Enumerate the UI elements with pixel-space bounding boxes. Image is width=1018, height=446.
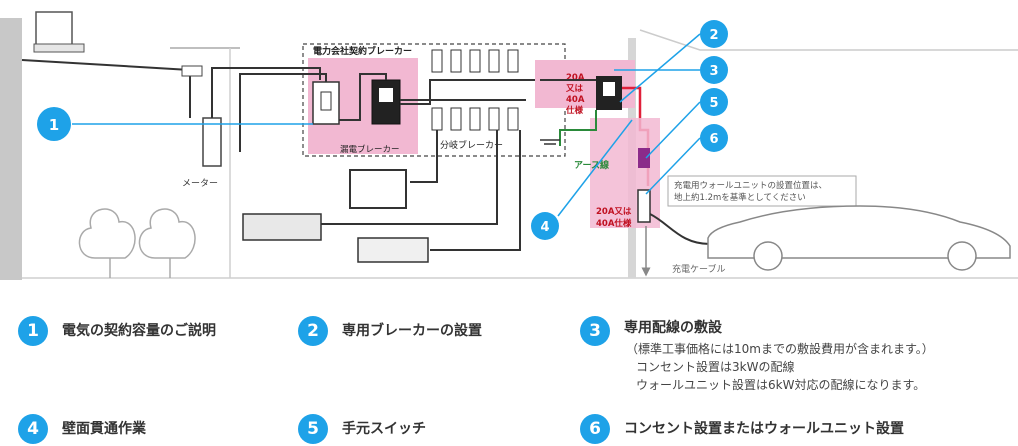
legend-title: 壁面貫通作業 bbox=[62, 421, 146, 437]
legend-item-1: 1 電気の契約容量のご説明 bbox=[18, 316, 216, 346]
earth-wire bbox=[559, 110, 597, 146]
svg-text:40A: 40A bbox=[566, 95, 585, 105]
air-conditioner-icon bbox=[242, 213, 322, 241]
cable-label: 充電ケーブル bbox=[672, 263, 725, 275]
svg-text:仕様: 仕様 bbox=[565, 105, 584, 116]
wiring-diagram: メーター 電力会社契約ブレーカー 漏電ブレーカー 分岐ブレーカー bbox=[0, 11, 1018, 280]
legend-item-4: 4 壁面貫通作業 bbox=[18, 414, 146, 444]
legend-title: 専用配線の敷設 bbox=[624, 320, 722, 336]
legend-title: コンセント設置またはウォールユニット設置 bbox=[624, 421, 904, 437]
branch-breakers bbox=[431, 49, 519, 131]
branch-breaker-label: 分岐ブレーカー bbox=[440, 139, 503, 151]
legend-item-2: 2 専用ブレーカーの設置 bbox=[298, 316, 482, 346]
legend-number: 5 bbox=[298, 414, 328, 444]
legend-item-6: 6 コンセント設置またはウォールユニット設置 bbox=[580, 414, 904, 444]
legend-title: 専用ブレーカーの設置 bbox=[342, 323, 482, 339]
legend-number: 6 bbox=[580, 414, 610, 444]
callout-3: 3 bbox=[700, 56, 728, 84]
spec-bottom-label: 20A又は 40A仕様 bbox=[596, 207, 632, 229]
svg-text:6: 6 bbox=[709, 132, 718, 147]
utility-pole bbox=[0, 18, 22, 280]
callout-6: 6 bbox=[700, 124, 728, 152]
spec-top-label: 20A 又は 40A 仕様 bbox=[565, 73, 585, 116]
carport-roof bbox=[639, 29, 1018, 51]
service-drop-line bbox=[21, 59, 191, 71]
callout-leaders bbox=[72, 33, 701, 217]
pole-crossarm bbox=[33, 43, 85, 53]
svg-text:5: 5 bbox=[709, 96, 718, 111]
svg-text:40A仕様: 40A仕様 bbox=[596, 218, 632, 229]
cooktop-icon bbox=[357, 237, 429, 263]
wall-note-box bbox=[667, 175, 857, 207]
legend-number: 4 bbox=[18, 414, 48, 444]
earth-wire-label: アース線 bbox=[574, 159, 609, 171]
svg-text:3: 3 bbox=[709, 64, 718, 79]
car-illustration bbox=[707, 205, 1011, 259]
callout-1: 1 bbox=[37, 107, 71, 141]
svg-text:2: 2 bbox=[709, 28, 718, 43]
svg-text:1: 1 bbox=[49, 116, 59, 134]
tv-icon bbox=[349, 169, 407, 209]
svg-text:4: 4 bbox=[540, 220, 549, 235]
svg-text:地上約1.2mを基準としてください: 地上約1.2mを基準としてください bbox=[674, 192, 806, 203]
legend-item-5: 5 手元スイッチ bbox=[298, 414, 426, 444]
hand-switch bbox=[638, 148, 650, 168]
svg-text:又は: 又は bbox=[565, 84, 584, 94]
callout-2: 2 bbox=[700, 20, 728, 48]
legend-note: ウォールユニット設置は6kW対応の配線になります。 bbox=[636, 378, 926, 392]
legend-title: 電気の契約容量のご説明 bbox=[62, 323, 216, 339]
svg-text:20A: 20A bbox=[566, 73, 585, 83]
svg-text:20A又は: 20A又は bbox=[596, 207, 632, 217]
charging-cable bbox=[649, 213, 711, 245]
contract-breaker-label: 電力会社契約ブレーカー bbox=[313, 45, 412, 57]
legend-item-3: 3 専用配線の敷設 （標準工事価格には10mまでの敷設費用が含まれます。） コン… bbox=[580, 316, 934, 394]
tree-illustrations bbox=[78, 208, 196, 278]
earth-icon bbox=[540, 139, 560, 145]
callout-5: 5 bbox=[700, 88, 728, 116]
legend-number: 2 bbox=[298, 316, 328, 346]
wall-unit-outlet bbox=[637, 189, 651, 223]
wall-note: 充電用ウォールユニットの設置位置は、 地上約1.2mを基準としてください bbox=[674, 180, 827, 203]
callout-4: 4 bbox=[531, 212, 559, 240]
legend-note: （標準工事価格には10mまでの敷設費用が含まれます。） bbox=[626, 342, 934, 356]
electric-meter bbox=[202, 117, 222, 167]
legend-title: 手元スイッチ bbox=[342, 421, 426, 437]
leak-breaker-label: 漏電ブレーカー bbox=[340, 144, 400, 155]
legend-note: コンセント設置は3kWの配線 bbox=[636, 360, 795, 374]
legend-number: 3 bbox=[580, 316, 610, 346]
household-wiring bbox=[211, 67, 540, 251]
insulator bbox=[181, 65, 203, 77]
legend-number: 1 bbox=[18, 316, 48, 346]
meter-label: メーター bbox=[182, 178, 218, 189]
pole-transformer bbox=[35, 11, 73, 47]
svg-text:充電用ウォールユニットの設置位置は、: 充電用ウォールユニットの設置位置は、 bbox=[674, 180, 827, 191]
